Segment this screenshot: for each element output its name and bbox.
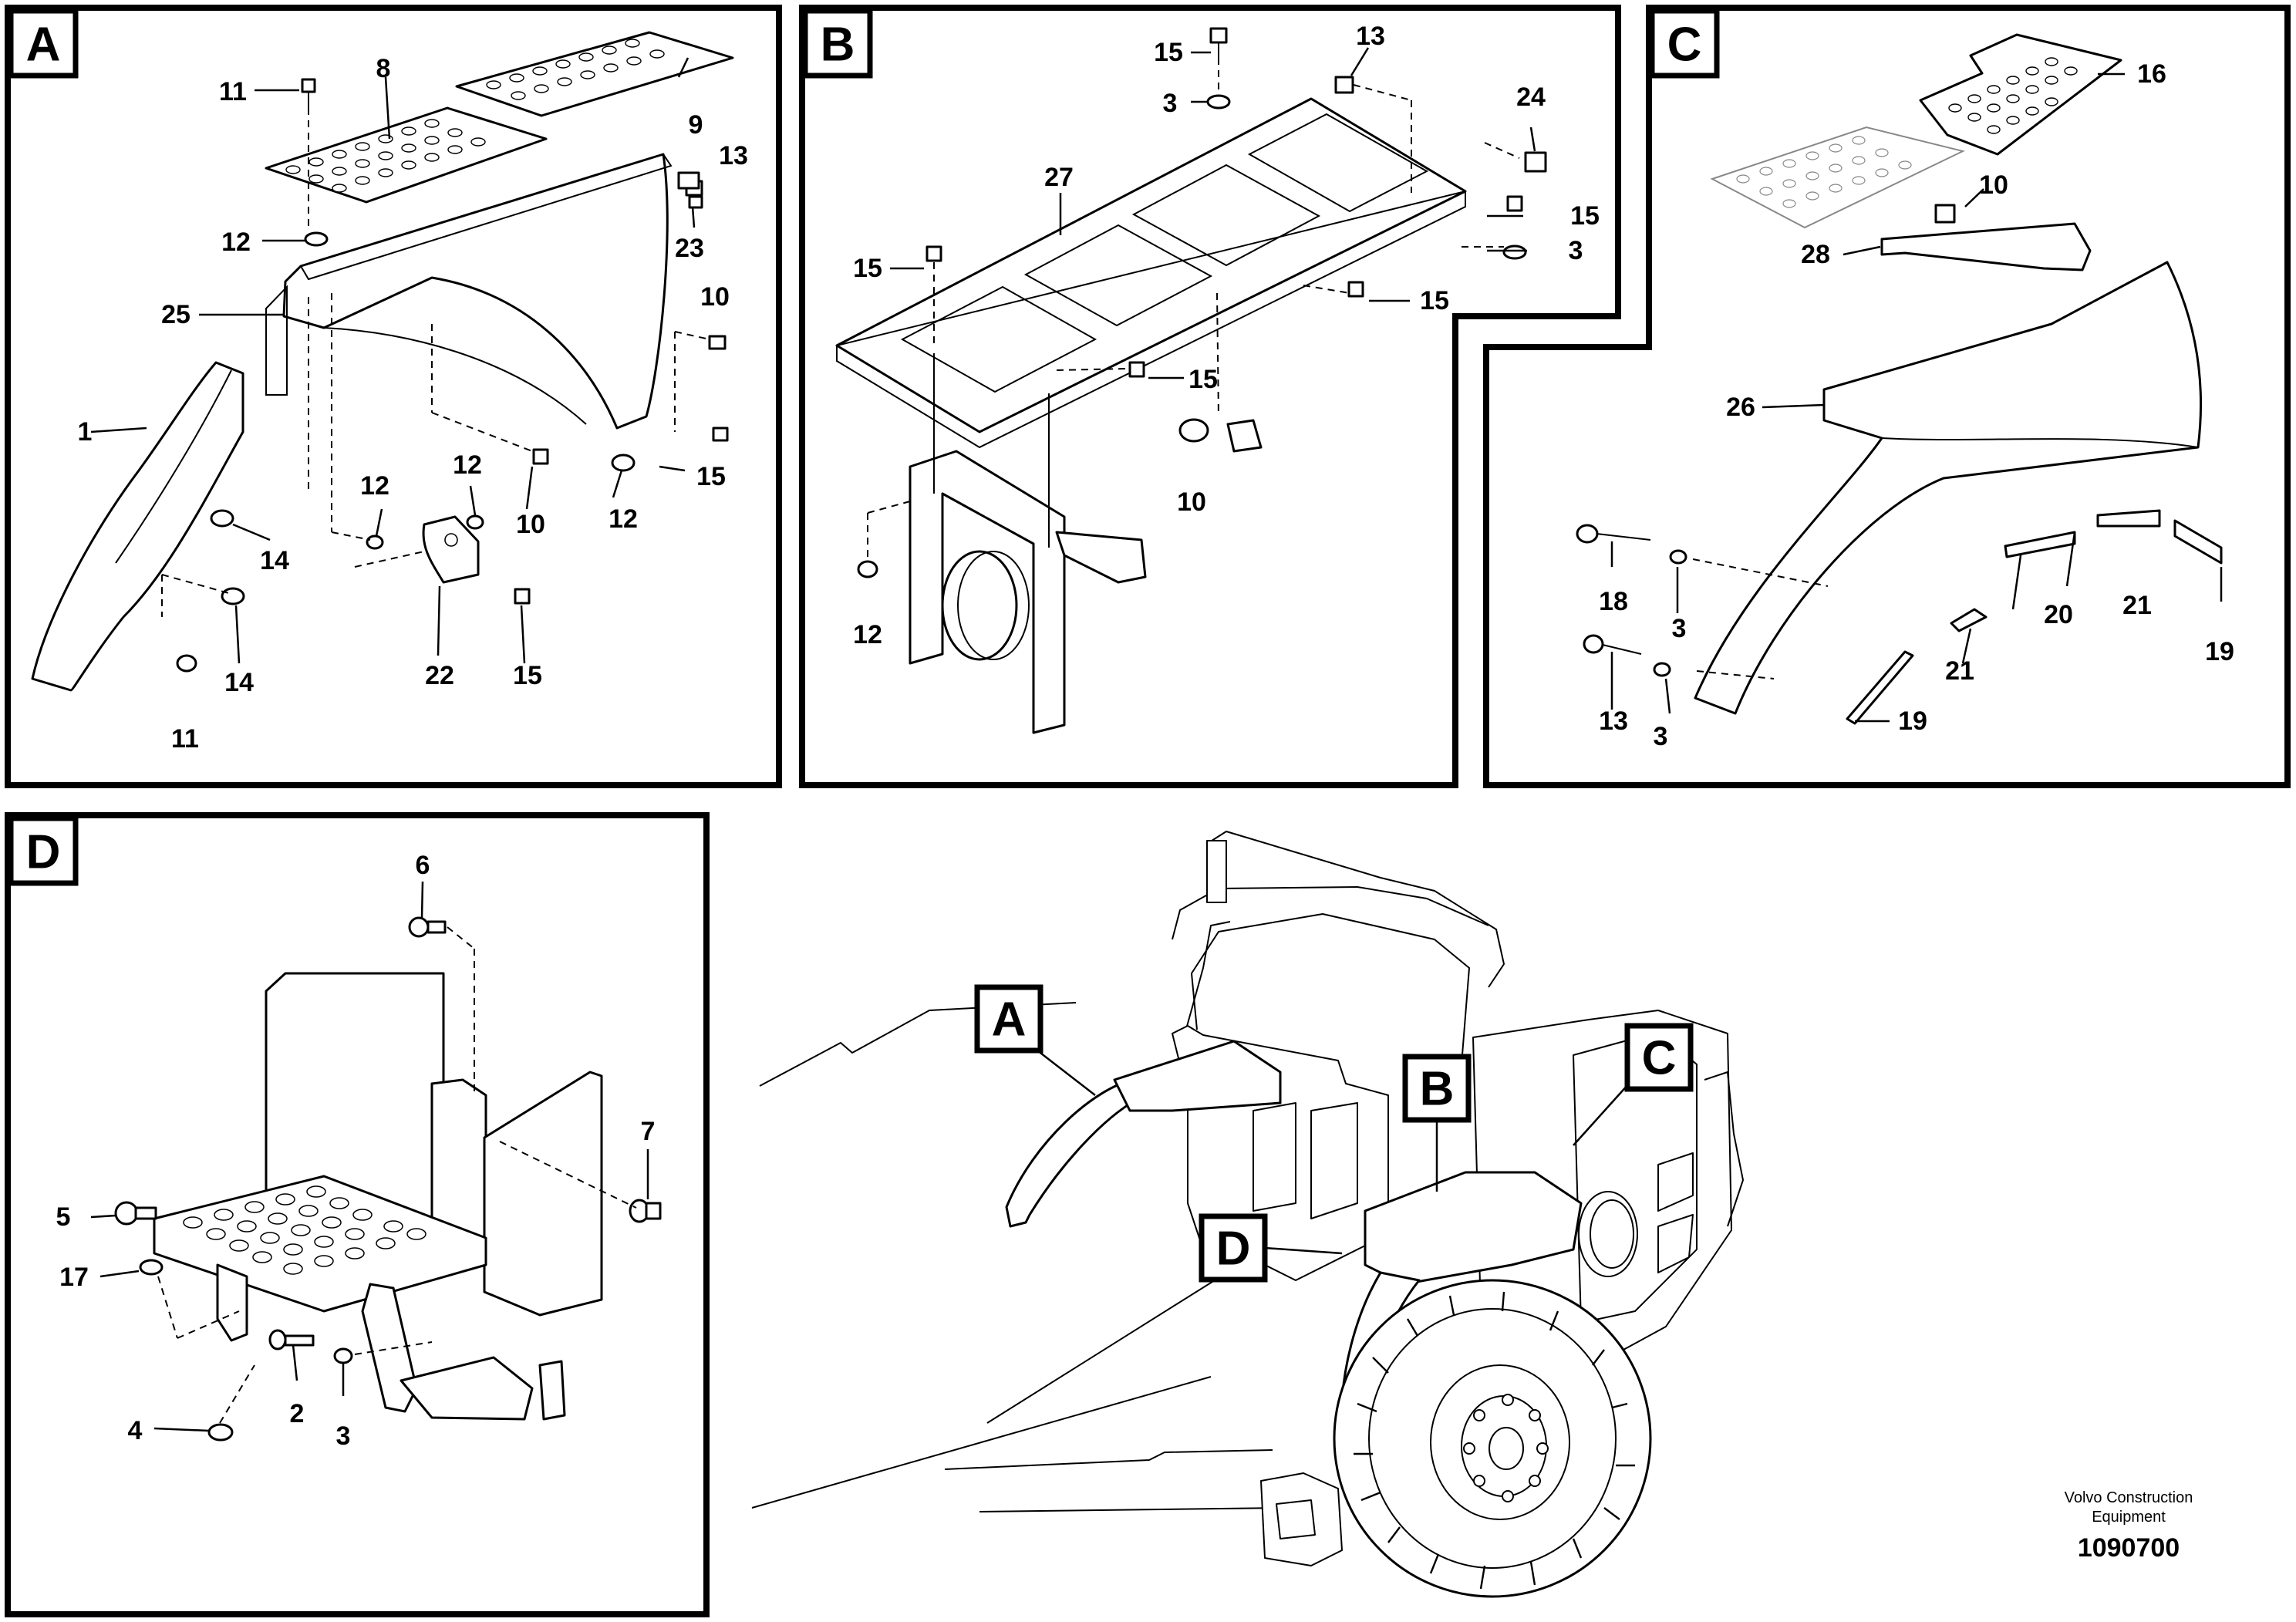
callout-d-7: 7 bbox=[641, 1117, 656, 1146]
callout-b-15-left: 15 bbox=[853, 254, 882, 283]
callout-a-8: 8 bbox=[376, 54, 391, 83]
step-plate-9 bbox=[455, 31, 734, 117]
callout-a-14-bottom: 14 bbox=[224, 668, 254, 697]
callout-d-17: 17 bbox=[59, 1263, 89, 1292]
step-plate-faint bbox=[1710, 126, 1965, 229]
support-frame-27 bbox=[835, 97, 1467, 449]
callout-b-24: 24 bbox=[1516, 83, 1546, 112]
leaders-panel-a bbox=[90, 57, 710, 664]
bolts-panel-a bbox=[176, 78, 729, 673]
step-plate-16 bbox=[1919, 33, 2122, 156]
panel-b-tag: B bbox=[821, 19, 855, 72]
leaders-panel-b bbox=[867, 47, 1536, 561]
callout-a-12-right: 12 bbox=[609, 504, 638, 534]
callout-a-23: 23 bbox=[675, 234, 704, 263]
callout-c-3-bottom: 3 bbox=[1654, 722, 1668, 751]
callout-b-15-right-top: 15 bbox=[1570, 201, 1600, 231]
callout-d-4: 4 bbox=[128, 1416, 143, 1445]
panel-d-tag: D bbox=[26, 826, 61, 879]
callout-b-12: 12 bbox=[853, 620, 882, 649]
callout-c-3-top: 3 bbox=[1672, 614, 1687, 643]
callout-a-15-bottom: 15 bbox=[513, 661, 542, 690]
callout-a-15-right: 15 bbox=[696, 462, 726, 491]
svg-text:D: D bbox=[1216, 1222, 1251, 1276]
bracket-22 bbox=[422, 515, 480, 584]
callout-d-6: 6 bbox=[416, 851, 430, 880]
leaders-panel-c bbox=[1610, 73, 2223, 723]
callout-a-1: 1 bbox=[78, 417, 93, 447]
panel-c-tag-box bbox=[1649, 8, 1720, 79]
panel-a-tag-box bbox=[8, 8, 79, 79]
callout-c-26: 26 bbox=[1726, 393, 1755, 422]
panel-a: A bbox=[5, 5, 782, 788]
rear-fender-26 bbox=[1694, 261, 2203, 715]
callout-a-11-bottom: 11 bbox=[171, 724, 199, 754]
callout-c-20: 20 bbox=[2044, 600, 2073, 629]
panel-d: D bbox=[5, 812, 710, 1617]
svg-text:B: B bbox=[1420, 1063, 1455, 1116]
callout-a-10-bottom: 10 bbox=[516, 510, 545, 539]
footer: Volvo Construction Equipment 1090700 bbox=[2065, 1489, 2193, 1563]
overview-tag-b: B bbox=[1402, 1054, 1472, 1192]
panel-c: C bbox=[1483, 5, 2291, 788]
callout-c-19-right: 19 bbox=[2205, 637, 2234, 666]
panel-d-tag-box bbox=[8, 815, 79, 886]
callout-c-21-left: 21 bbox=[1945, 656, 1974, 686]
callout-a-14-left: 14 bbox=[260, 546, 289, 575]
callout-c-13: 13 bbox=[1599, 706, 1628, 736]
callout-c-21-right: 21 bbox=[2122, 591, 2152, 620]
tube-bracket bbox=[909, 450, 1147, 734]
callout-a-10-right: 10 bbox=[700, 282, 730, 312]
mudguard-1 bbox=[31, 361, 244, 692]
callout-b-3-right: 3 bbox=[1569, 236, 1583, 265]
overview-tag-c: C bbox=[1573, 1023, 1694, 1146]
bracket-28 bbox=[1880, 222, 2092, 271]
callout-a-12-mid: 12 bbox=[453, 450, 482, 480]
callout-b-15-right: 15 bbox=[1420, 286, 1449, 315]
callout-a-9: 9 bbox=[689, 110, 703, 140]
callout-c-28: 28 bbox=[1801, 240, 1830, 269]
leaders-panel-d bbox=[90, 881, 649, 1432]
panel-a-tag: A bbox=[26, 19, 61, 72]
document-number: 1090700 bbox=[2078, 1533, 2180, 1563]
svg-text:A: A bbox=[992, 993, 1027, 1047]
overview-tag-d: D bbox=[1199, 1213, 1343, 1283]
svg-text:C: C bbox=[1642, 1032, 1677, 1085]
step-plate-8 bbox=[265, 106, 548, 204]
bolts-panel-d bbox=[114, 916, 662, 1442]
callout-d-5: 5 bbox=[56, 1202, 71, 1232]
callout-b-3-top: 3 bbox=[1163, 89, 1178, 118]
callout-d-2: 2 bbox=[290, 1399, 305, 1428]
step-assembly bbox=[153, 972, 603, 1421]
callout-c-19-bottom: 19 bbox=[1898, 706, 1927, 736]
brand-line-1: Volvo Construction bbox=[2065, 1489, 2193, 1506]
callout-c-16: 16 bbox=[2137, 59, 2166, 89]
callout-b-15-top: 15 bbox=[1154, 38, 1183, 67]
panel-c-tag: C bbox=[1667, 19, 1702, 72]
panel-a-frame bbox=[5, 5, 782, 788]
callout-a-22: 22 bbox=[425, 661, 454, 690]
bolts-panel-b bbox=[857, 27, 1547, 578]
callout-b-15-mid: 15 bbox=[1188, 365, 1218, 394]
callout-a-25: 25 bbox=[161, 300, 190, 329]
callout-a-12-left: 12 bbox=[360, 471, 389, 501]
front-fender-25 bbox=[265, 153, 673, 430]
fender-strips bbox=[1846, 509, 2223, 725]
callout-a-12-top: 12 bbox=[221, 228, 251, 257]
panel-b: B bbox=[799, 5, 1621, 788]
callout-d-3: 3 bbox=[336, 1421, 351, 1451]
overview-tag-a: A bbox=[974, 984, 1096, 1096]
callout-a-11-top: 11 bbox=[219, 77, 247, 106]
callout-b-27: 27 bbox=[1044, 163, 1074, 192]
panel-b-tag-box bbox=[802, 8, 873, 79]
brand-line-2: Equipment bbox=[2092, 1509, 2166, 1526]
callout-c-18: 18 bbox=[1599, 587, 1628, 616]
callout-b-10: 10 bbox=[1177, 487, 1206, 517]
bolts-panel-c bbox=[1576, 204, 1956, 677]
callout-b-13: 13 bbox=[1356, 22, 1385, 51]
callout-a-13: 13 bbox=[719, 141, 748, 170]
machine-overview: A B C D bbox=[751, 831, 1744, 1598]
callout-c-10: 10 bbox=[1979, 170, 2008, 200]
